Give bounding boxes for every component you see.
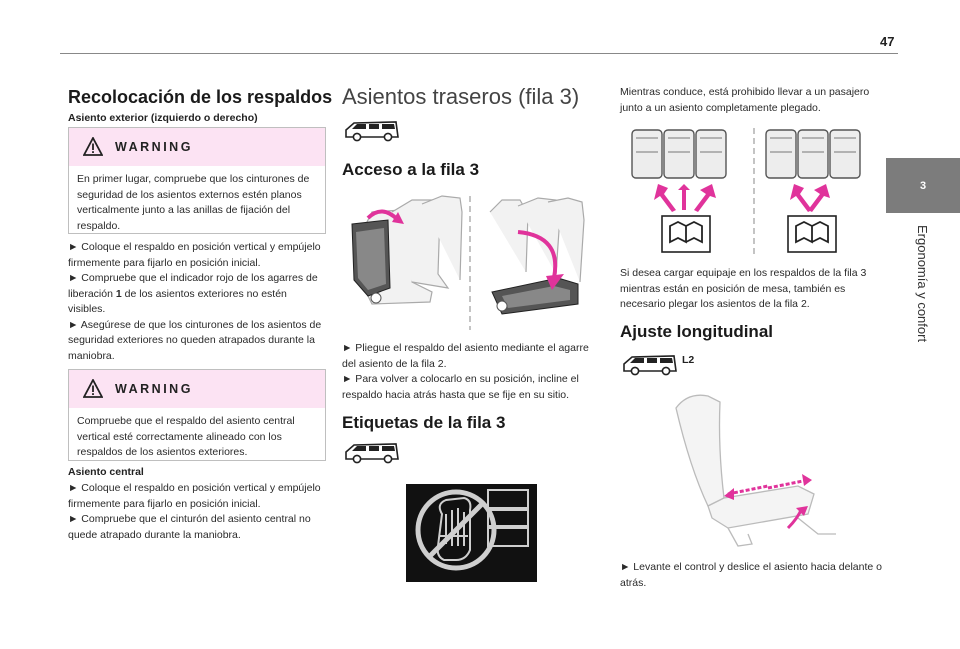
warning-label: WARNING — [115, 140, 193, 154]
release-number: 1 — [115, 287, 122, 300]
step-text: de los asientos exteriores no estén visi… — [68, 287, 287, 316]
step-text: ► Compruebe que el indicador rojo de los… — [68, 272, 318, 300]
step-text: ► Coloque el respaldo en posición vertic… — [68, 241, 321, 269]
warning-icon — [83, 379, 103, 398]
warning-box-2: WARNING Compruebe que el respaldo del as… — [68, 369, 326, 461]
section-title: Recolocación de los respaldos — [68, 87, 333, 107]
step-text: ► Para volver a colocarlo en su posición… — [342, 373, 579, 401]
steps-outer-seat: ► Coloque el respaldo en posición vertic… — [68, 240, 326, 364]
warning-text: Compruebe que el respaldo del asiento ce… — [77, 415, 295, 458]
slide-step: ► Levante el control y deslice el asient… — [620, 561, 882, 589]
subtitle-outer-seat: Asiento exterior (izquierdo o derecho) — [68, 112, 258, 124]
chapter-title-text: Ergonomía y confort — [915, 225, 930, 343]
warning-header: WARNING — [69, 370, 325, 408]
steps-center-seat: ► Coloque el respaldo en posición vertic… — [68, 481, 326, 543]
step-text: ► Pliegue el respaldo del asiento median… — [342, 342, 589, 370]
l2-badge: L2 — [682, 354, 695, 366]
step-text: ► Asegúrese de que los cinturones de los… — [68, 318, 322, 362]
van-icon — [623, 355, 677, 376]
chapter-number: 3 — [919, 179, 927, 192]
warning-header: WARNING — [69, 128, 325, 166]
page-number: 47 — [880, 34, 895, 49]
heading-longitudinal: Ajuste longitudinal — [620, 322, 773, 341]
warning-text: En primer lugar, compruebe que los cintu… — [77, 173, 310, 232]
van-icon — [345, 121, 399, 142]
step-text: ► Compruebe que el cinturón del asiento … — [68, 513, 311, 541]
warning-label: WARNING — [115, 382, 193, 396]
step-text: ► Coloque el respaldo en posición vertic… — [68, 482, 321, 510]
chapter-tab[interactable]: 3 — [886, 158, 960, 213]
seat-slide-illustration — [675, 394, 836, 547]
section-title-rear-seats: Asientos traseros (fila 3) — [342, 84, 580, 109]
row3-prohibition-label — [406, 484, 537, 582]
seat-table-illustration — [631, 128, 861, 258]
subtitle-center-seat: Asiento central — [68, 466, 144, 478]
warning-box-1: WARNING En primer lugar, compruebe que l… — [68, 127, 326, 234]
van-icon — [345, 443, 399, 464]
table-note: Si desea cargar equipaje en los respaldo… — [620, 267, 867, 310]
seat-folding-illustration — [351, 195, 585, 330]
warning-icon — [83, 137, 103, 156]
steps-access-row3: ► Pliegue el respaldo del asiento median… — [342, 341, 598, 403]
heading-labels-row3: Etiquetas de la fila 3 — [342, 413, 506, 432]
header-rule — [60, 53, 898, 54]
heading-access-row3: Acceso a la fila 3 — [342, 160, 480, 179]
intro-text: Mientras conduce, está prohibido llevar … — [620, 86, 870, 114]
chapter-title: Ergonomía y confort — [912, 225, 936, 425]
